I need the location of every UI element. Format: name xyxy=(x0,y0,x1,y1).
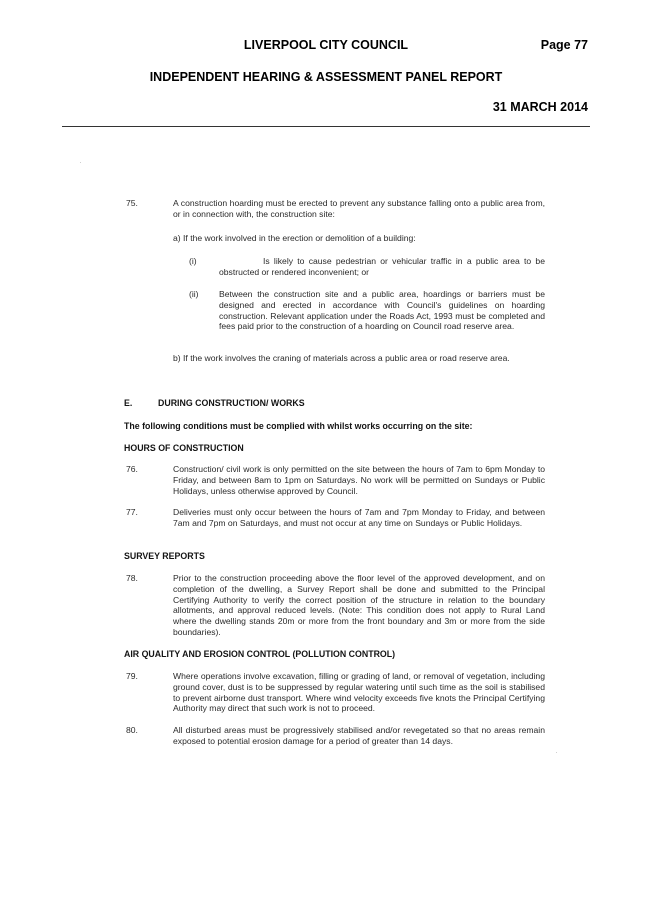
condition-78-number: 78. xyxy=(126,573,138,583)
condition-80-text: All disturbed areas must be progressivel… xyxy=(173,725,545,746)
condition-75-text: A construction hoarding must be erected … xyxy=(173,198,545,219)
condition-75-ii-number: (ii) xyxy=(189,289,199,299)
report-title: INDEPENDENT HEARING & ASSESSMENT PANEL R… xyxy=(149,70,503,84)
condition-79-text: Where operations involve excavation, fil… xyxy=(173,671,545,714)
condition-75-b: b) If the work involves the craning of m… xyxy=(173,353,510,363)
scan-speck xyxy=(556,752,557,753)
condition-75-i-text: Is likely to cause pedestrian or vehicul… xyxy=(219,256,545,277)
condition-76-number: 76. xyxy=(126,464,138,474)
section-e-title: DURING CONSTRUCTION/ WORKS xyxy=(158,398,305,408)
hours-heading: HOURS OF CONSTRUCTION xyxy=(124,443,244,453)
condition-78-text: Prior to the construction proceeding abo… xyxy=(173,573,545,637)
council-name: LIVERPOOL CITY COUNCIL xyxy=(243,38,409,52)
condition-76-text: Construction/ civil work is only permitt… xyxy=(173,464,545,496)
condition-77-text: Deliveries must only occur between the h… xyxy=(173,507,545,528)
scan-speck xyxy=(80,162,81,163)
condition-75-ii-text: Between the construction site and a publ… xyxy=(219,289,545,332)
condition-80-number: 80. xyxy=(126,725,138,735)
report-date: 31 MARCH 2014 xyxy=(492,100,588,114)
condition-75-i-number: (i) xyxy=(189,256,197,266)
air-quality-heading: AIR QUALITY AND EROSION CONTROL (POLLUTI… xyxy=(124,649,396,659)
condition-75-a: a) If the work involved in the erection … xyxy=(173,233,416,243)
condition-75-number: 75. xyxy=(126,198,138,208)
header-divider xyxy=(62,126,590,127)
section-e-letter: E. xyxy=(124,398,133,408)
page-number: Page 77 xyxy=(540,38,588,52)
survey-heading: SURVEY REPORTS xyxy=(124,551,205,561)
condition-77-number: 77. xyxy=(126,507,138,517)
condition-79-number: 79. xyxy=(126,671,138,681)
section-e-intro: The following conditions must be complie… xyxy=(124,421,473,431)
